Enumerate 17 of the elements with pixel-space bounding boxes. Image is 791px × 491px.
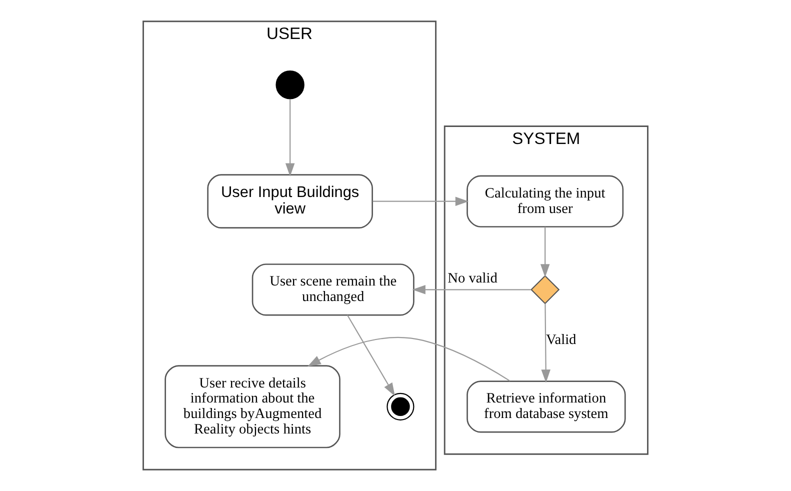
edge-label: Valid <box>546 332 576 348</box>
node-box: User scene remain the unchanged <box>252 264 414 316</box>
edge-label: No valid <box>448 270 498 286</box>
arrow <box>346 314 395 396</box>
arrow <box>541 303 550 383</box>
arrow <box>540 226 550 278</box>
node-box: User recive details information about the buildings byAugmented Reality objects hints <box>164 365 340 448</box>
node-bullseye <box>386 392 414 420</box>
arrow <box>308 336 510 382</box>
node-box: Calculating the input from user <box>466 175 624 228</box>
arrow <box>372 196 469 206</box>
node-box: User Input Buildings view <box>207 174 373 228</box>
node-diamond <box>530 275 560 304</box>
arrow <box>412 285 532 294</box>
node-box: Retrieve information from database system <box>466 380 626 433</box>
arrow <box>285 99 295 176</box>
node-circle <box>276 70 304 100</box>
